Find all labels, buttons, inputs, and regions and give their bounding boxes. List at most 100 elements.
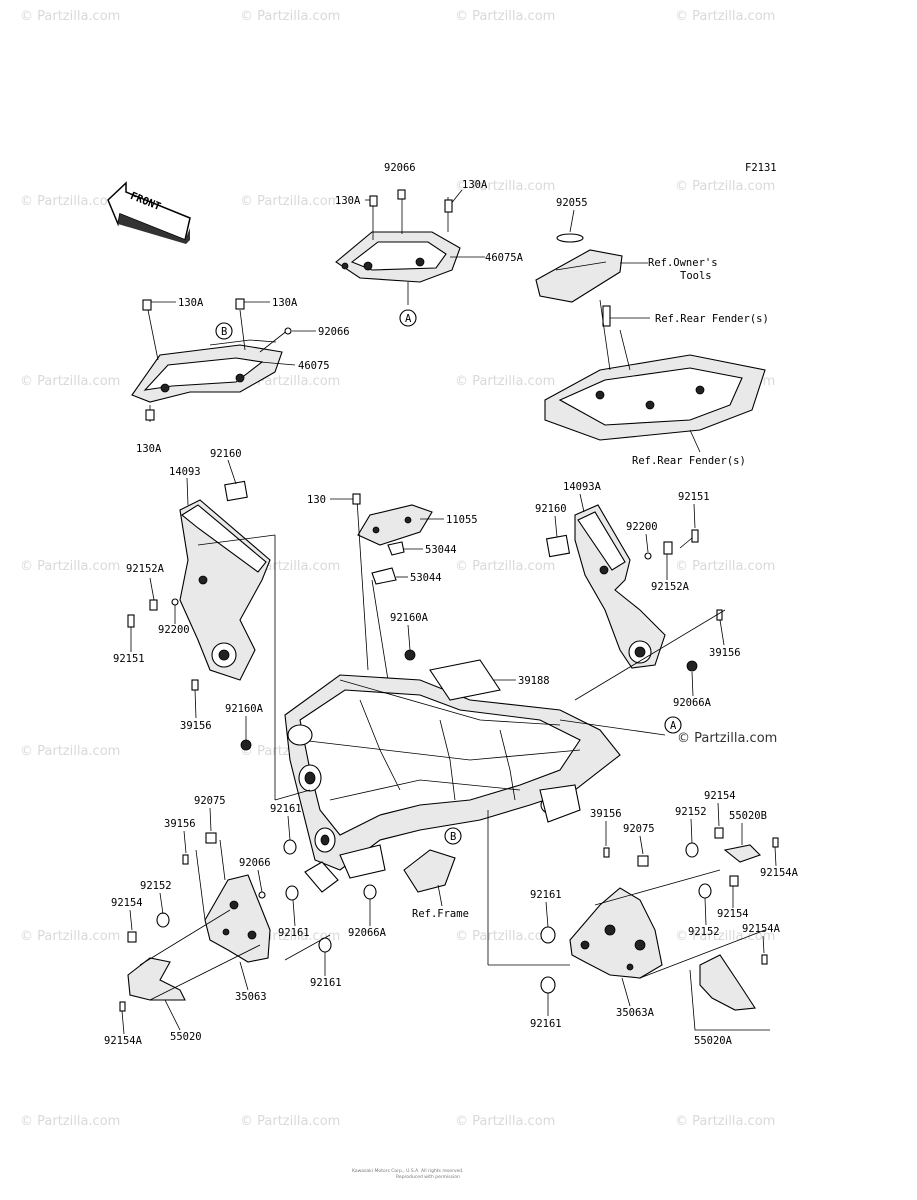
part-label: 92152A (651, 581, 690, 593)
part-label: 130A (335, 195, 361, 207)
ref-label: Tools (680, 270, 712, 282)
part-label: 130A (462, 179, 488, 191)
watermark: © Partzilla.com (455, 559, 555, 574)
callout-label: A (405, 313, 412, 325)
part-label: 46075A (485, 252, 524, 264)
part-label: 92161 (270, 803, 302, 815)
part-label: 11055 (446, 514, 478, 526)
callout-circle-A (664, 716, 682, 734)
rear-fender-icon (544, 299, 766, 453)
part-label: 92151 (113, 653, 145, 665)
part-label: 92066 (318, 326, 350, 338)
part-label: 92160 (535, 503, 567, 515)
watermark: © Partzilla.com (20, 374, 120, 389)
part-label: 92161 (278, 927, 310, 939)
part-label: 92075 (194, 795, 226, 807)
part-label: 92161 (310, 977, 342, 989)
callout-circle-B (215, 322, 233, 340)
bracket-35063A (488, 844, 770, 1031)
tool-bag-icon (535, 233, 623, 303)
ref-label: Ref.Rear Fender(s) (632, 455, 746, 467)
part-label: 130A (178, 297, 204, 309)
callout-label: B (450, 831, 456, 843)
part-label: 39188 (518, 675, 550, 687)
watermark: © Partzilla.com (675, 929, 775, 944)
bridge-11055 (356, 499, 433, 681)
part-label: 92055 (556, 197, 588, 209)
watermark: © Partzilla.com (675, 1114, 775, 1129)
watermark: © Partzilla.com (20, 1114, 120, 1129)
part-label: 92154A (104, 1035, 143, 1047)
diagram-code: F2131 (745, 162, 777, 174)
bracket-35063 (127, 839, 271, 1001)
watermark: © Partzilla.com (240, 1114, 340, 1129)
part-label: 92154A (742, 923, 781, 935)
footer-line: Reproduced with permission (396, 1174, 460, 1180)
part-label: 92151 (678, 491, 710, 503)
callout-label: A (670, 720, 677, 732)
ref-label: Ref.Owner's (648, 257, 718, 269)
part-label: 55020 (170, 1031, 202, 1043)
part-label: 92152 (675, 806, 707, 818)
part-label: 92075 (623, 823, 655, 835)
watermark: © Partzilla.com (240, 9, 340, 24)
watermark: © Partzilla.com (675, 179, 775, 194)
part-label: 39156 (164, 818, 196, 830)
part-label: 92161 (530, 889, 562, 901)
part-label: 92154 (704, 790, 736, 802)
front-arrow-icon: FRONT (107, 181, 191, 244)
part-label: 92154 (717, 908, 749, 920)
watermark: © Partzilla.com (455, 374, 555, 389)
part-label: 14093A (563, 481, 602, 493)
watermark: © Partzilla.com (455, 1114, 555, 1129)
watermark-main: © Partzilla.com (677, 731, 777, 746)
bracket-46075 (131, 309, 296, 422)
part-label: 92066A (673, 697, 712, 709)
ref-label: Ref.Frame (412, 908, 469, 920)
frame-icon (274, 609, 726, 965)
callout-circle-B (444, 827, 462, 845)
part-label: 35063A (616, 1007, 655, 1019)
ref-label: Ref.Rear Fender(s) (655, 313, 769, 325)
part-label: 55020A (694, 1035, 733, 1047)
part-label: 92066A (348, 927, 387, 939)
part-label: 39156 (590, 808, 622, 820)
bracket-46075A (335, 196, 485, 305)
watermark: © Partzilla.com (20, 744, 120, 759)
part-label: 92066 (384, 162, 416, 174)
part-label: 130 (307, 494, 326, 506)
part-label: 92152 (688, 926, 720, 938)
part-label: 92200 (626, 521, 658, 533)
watermark: © Partzilla.com (675, 9, 775, 24)
watermark: © Partzilla.com (20, 194, 120, 209)
part-label: 92066 (239, 857, 271, 869)
part-label: 130A (272, 297, 298, 309)
part-label: 92200 (158, 624, 190, 636)
watermark: © Partzilla.com (455, 929, 555, 944)
watermark: © Partzilla.com (455, 179, 555, 194)
footrest-bracket-left (179, 499, 276, 800)
footer-line: Kawasaki Motors Corp., U.S.A. All rights… (352, 1168, 464, 1174)
part-label: 92154 (111, 897, 143, 909)
part-label: 14093 (169, 466, 201, 478)
footrest-bracket-right (574, 504, 666, 669)
watermark: © Partzilla.com (455, 9, 555, 24)
part-label: 39156 (709, 647, 741, 659)
part-label: 130A (136, 443, 162, 455)
part-label: 92160 (210, 448, 242, 460)
part-label: 46075 (298, 360, 330, 372)
part-label: 92154A (760, 867, 799, 879)
callout-circle-A (399, 309, 417, 327)
callout-label: B (221, 326, 227, 338)
watermark: © Partzilla.com (20, 9, 120, 24)
part-label: 53044 (410, 572, 442, 584)
part-label: 92161 (530, 1018, 562, 1030)
watermark: © Partzilla.com (20, 929, 120, 944)
part-label: 92160A (225, 703, 264, 715)
watermark: © Partzilla.com (240, 194, 340, 209)
watermark: © Partzilla.com (20, 559, 120, 574)
part-label: 53044 (425, 544, 457, 556)
watermark: © Partzilla.com (675, 559, 775, 574)
part-label: 92160A (390, 612, 429, 624)
